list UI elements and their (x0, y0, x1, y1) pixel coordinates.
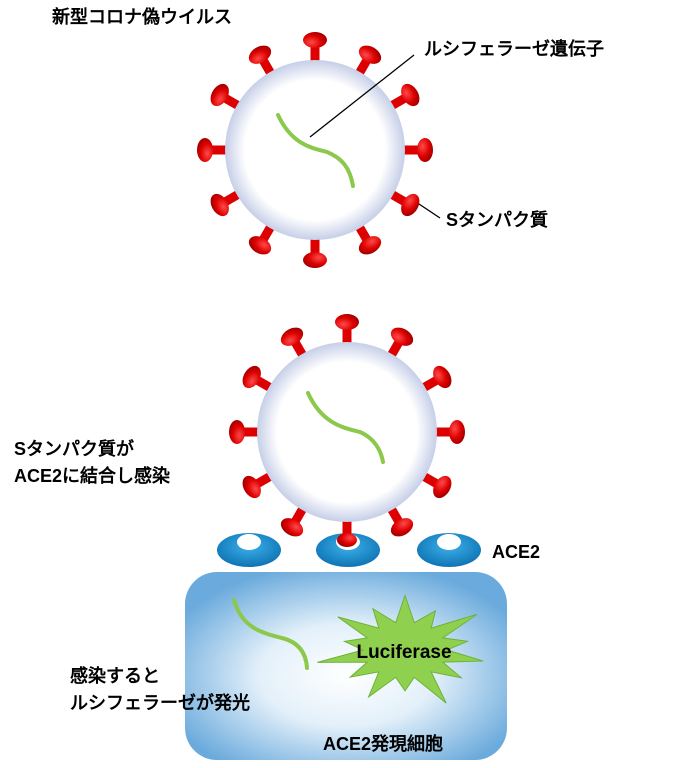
virus-envelope (257, 342, 437, 522)
cell-label: ACE2発現細胞 (323, 734, 444, 754)
virus-top (197, 32, 433, 268)
gene-label: ルシフェラーゼ遺伝子 (424, 39, 604, 59)
ace2-receptor-group (217, 533, 481, 567)
ace2-receptor (217, 533, 281, 567)
spike-protein (229, 420, 263, 444)
spike-protein (399, 138, 433, 162)
spike-label: Sタンパク質 (446, 210, 549, 230)
infect-text-line1: 感染すると (70, 666, 160, 686)
gene-leader-line (309, 54, 415, 138)
binding-text-line2: ACE2に結合し感染 (14, 466, 171, 486)
virus-bound (229, 314, 465, 547)
infect-text-line2: ルシフェラーゼが発光 (70, 693, 250, 713)
spike-leader-line (418, 203, 441, 219)
ace2-receptor (417, 533, 481, 567)
spike-protein (197, 138, 231, 162)
luciferase-gene-rna (306, 391, 385, 464)
ace2-label: ACE2 (492, 542, 541, 562)
virus-title: 新型コロナ偽ウイルス (52, 7, 232, 27)
binding-text-line1: Sタンパク質が (14, 439, 135, 459)
luciferase-gene-rna (276, 113, 355, 188)
spike-protein (431, 420, 465, 444)
luciferase-label: Luciferase (356, 642, 451, 663)
luciferase-burst (317, 593, 484, 704)
released-rna (232, 598, 309, 670)
